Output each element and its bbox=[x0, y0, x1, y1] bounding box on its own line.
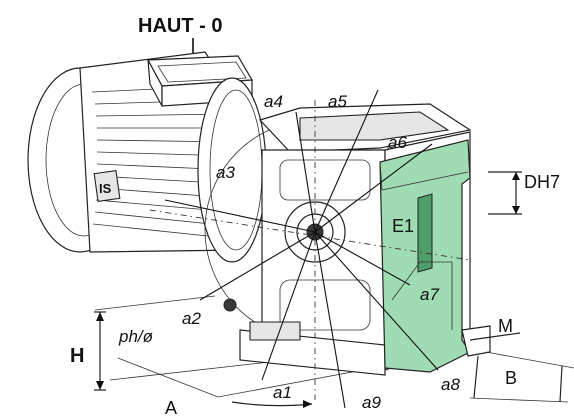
label-a6: a6 bbox=[388, 133, 407, 152]
label-a: A bbox=[165, 398, 177, 418]
label-a7: a7 bbox=[420, 285, 439, 304]
label-e1: E1 bbox=[392, 216, 414, 236]
angle-rays bbox=[164, 89, 439, 409]
centerlines bbox=[149, 100, 471, 400]
label-h: H bbox=[70, 345, 84, 367]
label-m: M bbox=[498, 316, 513, 336]
title-label: HAUT - 0 bbox=[138, 15, 222, 37]
dimension-a1 bbox=[231, 400, 313, 408]
dimension-b bbox=[469, 351, 574, 403]
label-a3: a3 bbox=[216, 163, 235, 182]
torque-arm bbox=[379, 139, 491, 373]
label-ph: ph/ø bbox=[118, 327, 153, 346]
dimension-m bbox=[469, 332, 521, 341]
label-a1: a1 bbox=[273, 383, 292, 402]
dimension-dh7 bbox=[488, 171, 522, 215]
dimension-h bbox=[94, 311, 106, 391]
label-a4: a4 bbox=[264, 92, 283, 111]
label-a5: a5 bbox=[328, 92, 347, 111]
label-b: B bbox=[505, 368, 517, 388]
label-a2: a2 bbox=[182, 309, 201, 328]
label-a8: a8 bbox=[441, 375, 460, 394]
label-dh7: DH7 bbox=[524, 172, 560, 192]
svg-text:IS: IS bbox=[99, 181, 112, 196]
label-a9: a9 bbox=[362, 393, 381, 412]
motor: IS bbox=[27, 51, 267, 263]
